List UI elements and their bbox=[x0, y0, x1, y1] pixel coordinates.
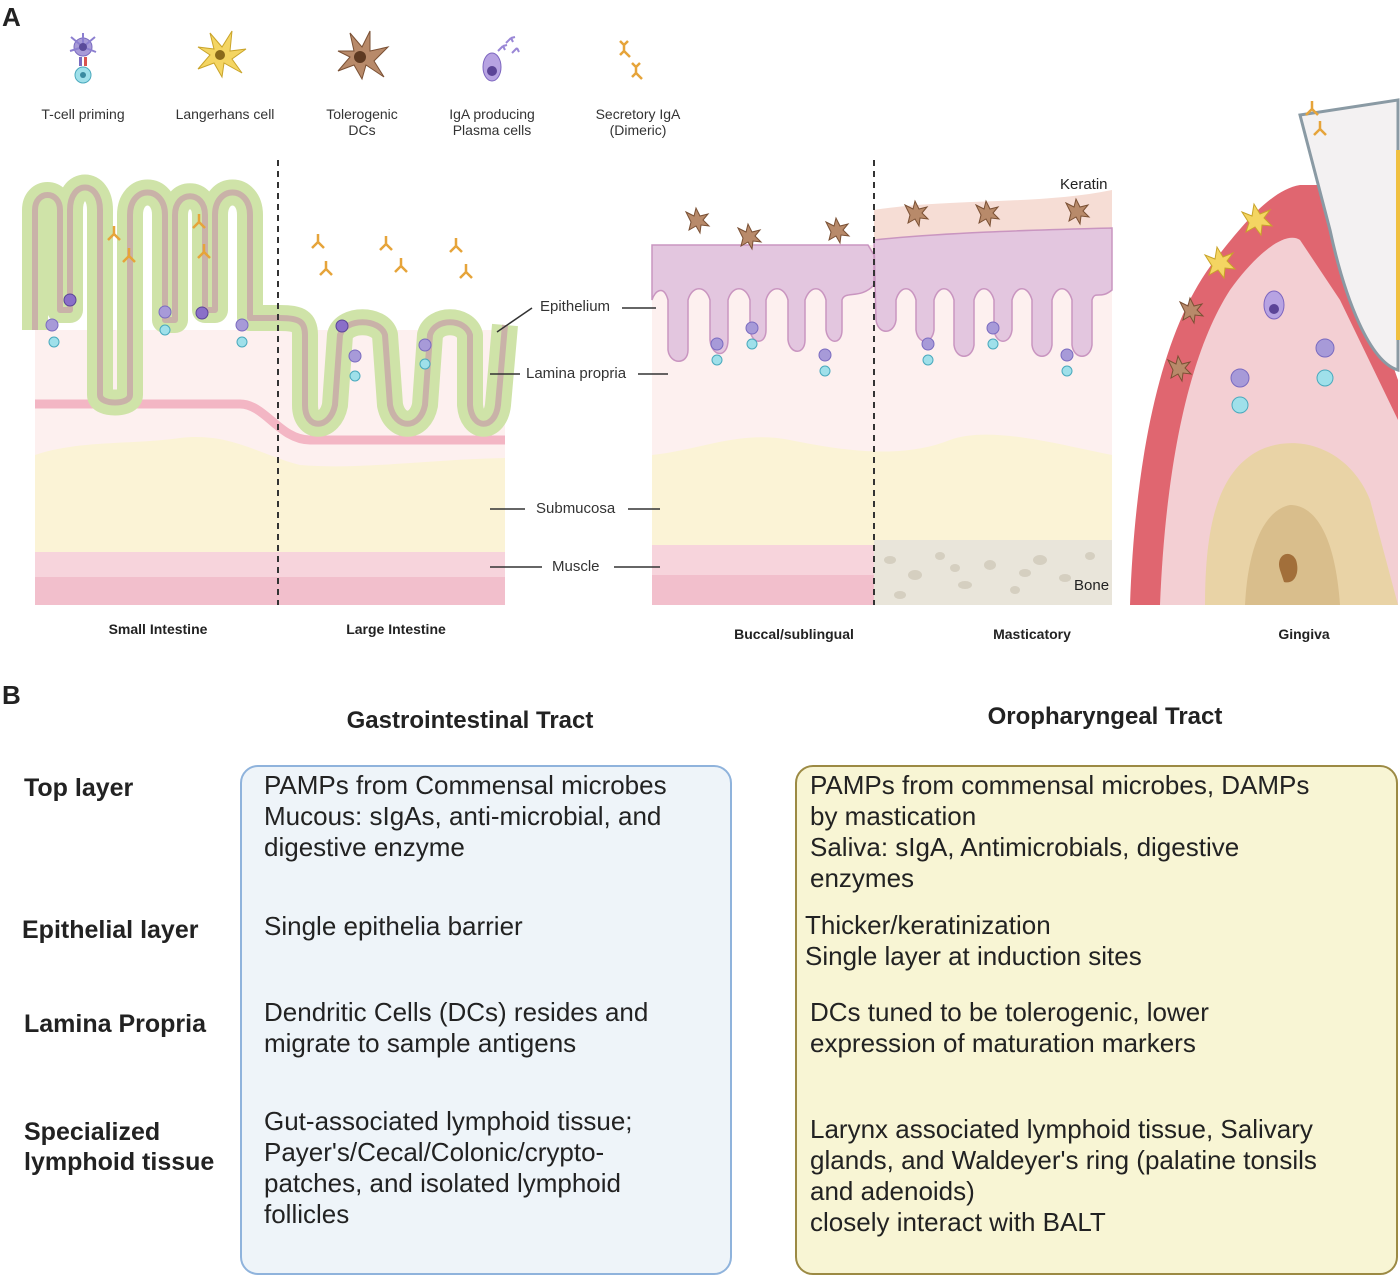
tissue-diagram bbox=[22, 98, 1400, 606]
intestine-tissue bbox=[22, 160, 518, 605]
column-title-oro: Oropharyngeal Tract bbox=[987, 703, 1223, 730]
layer-label-submucosa: Submucosa bbox=[532, 500, 620, 517]
row-title-epithelial-layer: Epithelial layer bbox=[22, 916, 199, 944]
langerhans-cell-icon bbox=[197, 30, 247, 79]
region-label-masticatory: Masticatory bbox=[993, 626, 1071, 642]
layer-label-muscle: Muscle bbox=[548, 558, 604, 575]
row-title-specialized-lymphoid: Specialized lymphoid tissue bbox=[24, 1118, 215, 1176]
legend-label-siga: Secretory IgA (Dimeric) bbox=[595, 106, 681, 138]
row-title-top-layer: Top layer bbox=[24, 774, 134, 802]
gingiva-tissue bbox=[1130, 98, 1400, 606]
legend-label-t-cell: T-cell priming bbox=[41, 106, 125, 122]
region-label-buccal: Buccal/sublingual bbox=[734, 626, 854, 642]
gi-lamina-propria-text: Dendritic Cells (DCs) resides and migrat… bbox=[264, 997, 649, 1058]
region-label-gingiva: Gingiva bbox=[1278, 626, 1330, 642]
panel-b-letter: B bbox=[2, 680, 21, 710]
t-cell-priming-icon bbox=[69, 33, 97, 84]
panel-a-letter: A bbox=[2, 2, 21, 32]
gi-top-layer-text: PAMPs from Commensal microbes Mucous: sI… bbox=[264, 770, 667, 862]
layer-label-keratin: Keratin bbox=[1060, 176, 1108, 193]
layer-label-lamina-propria: Lamina propria bbox=[522, 365, 631, 382]
oro-specialized-text: Larynx associated lymphoid tissue, Saliv… bbox=[810, 1114, 1317, 1237]
secretory-iga-icon bbox=[619, 40, 643, 80]
layer-label-epithelium: Epithelium bbox=[536, 298, 615, 315]
oro-epithelial-text: Thicker/keratinization Single layer at i… bbox=[805, 910, 1142, 971]
oral-tissue bbox=[651, 160, 1113, 605]
oro-box bbox=[795, 765, 1398, 1275]
layer-label-bone: Bone bbox=[1074, 577, 1110, 594]
gi-epithelial-text: Single epithelia barrier bbox=[264, 911, 523, 941]
column-title-gi: Gastrointestinal Tract bbox=[346, 707, 594, 734]
region-label-large-intestine: Large Intestine bbox=[346, 621, 446, 637]
gi-specialized-text: Gut-associated lymphoid tissue; Payer's/… bbox=[264, 1106, 633, 1229]
legend-label-langerhans: Langerhans cell bbox=[175, 106, 275, 122]
legend-label-tolerogenic: Tolerogenic DCs bbox=[326, 106, 398, 138]
oro-top-layer-text: PAMPs from commensal microbes, DAMPs by … bbox=[810, 770, 1310, 893]
gi-box bbox=[240, 765, 732, 1275]
legend-label-plasma: IgA producing Plasma cells bbox=[449, 106, 535, 138]
legend-icons bbox=[69, 30, 643, 84]
oro-lamina-propria-text: DCs tuned to be tolerogenic, lower expre… bbox=[810, 997, 1209, 1058]
plasma-cell-icon bbox=[482, 36, 520, 82]
tolerogenic-dc-icon bbox=[337, 30, 390, 81]
region-label-small-intestine: Small Intestine bbox=[108, 621, 208, 637]
row-title-lamina-propria: Lamina Propria bbox=[24, 1010, 206, 1038]
